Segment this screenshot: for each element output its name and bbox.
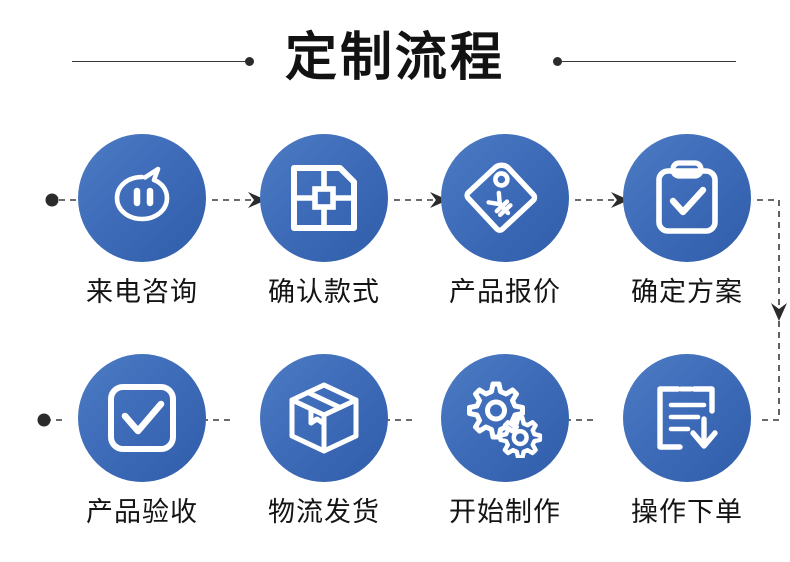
flow-step-2[interactable]: 确认款式 [244, 134, 404, 310]
speech-bubble-icon [114, 166, 170, 222]
flow-step-1[interactable]: 来电咨询 [62, 134, 222, 310]
step-4-label: 确定方案 [631, 277, 743, 308]
shipping-box-icon [289, 382, 359, 454]
step-1-disc [78, 134, 206, 262]
title-rule-right [560, 61, 736, 62]
step-8-disc [78, 354, 206, 482]
arrowhead-4-5 [771, 303, 787, 321]
step-7-label: 物流发货 [268, 497, 380, 528]
step-6-disc [441, 354, 569, 482]
step-7-disc [260, 354, 388, 482]
flow-step-7[interactable]: 物流发货 [244, 354, 404, 530]
flow-step-6[interactable]: 开始制作 [425, 354, 585, 530]
blueprint-design-icon [291, 165, 357, 231]
price-tag-yuan-icon [464, 162, 538, 233]
flow-step-3[interactable]: 产品报价 [425, 134, 585, 310]
end-dot-row2 [37, 413, 51, 427]
title-dot-left [245, 57, 254, 66]
step-8-label: 产品验收 [86, 497, 198, 528]
title-rule-left [72, 61, 248, 62]
page-title: 定制流程 [284, 28, 505, 88]
start-dot-row1 [45, 193, 59, 207]
step-5-disc [623, 354, 751, 482]
flow-step-4[interactable]: 确定方案 [607, 134, 767, 310]
step-6-label: 开始制作 [449, 497, 561, 528]
step-1-label: 来电咨询 [86, 277, 198, 308]
gears-icon [467, 381, 543, 458]
step-3-label: 产品报价 [449, 277, 561, 308]
title-dot-right [553, 57, 562, 66]
step-2-label: 确认款式 [268, 277, 380, 308]
clipboard-check-icon [656, 160, 718, 234]
order-download-icon [657, 386, 718, 450]
step-3-disc [441, 134, 569, 262]
flow-step-8[interactable]: 产品验收 [62, 354, 222, 530]
step-5-label: 操作下单 [631, 497, 743, 528]
checkbox-check-icon [108, 384, 176, 452]
step-2-disc [260, 134, 388, 262]
flow-step-5[interactable]: 操作下单 [607, 354, 767, 530]
step-4-disc [623, 134, 751, 262]
page-header: 定制流程 [0, 18, 790, 98]
